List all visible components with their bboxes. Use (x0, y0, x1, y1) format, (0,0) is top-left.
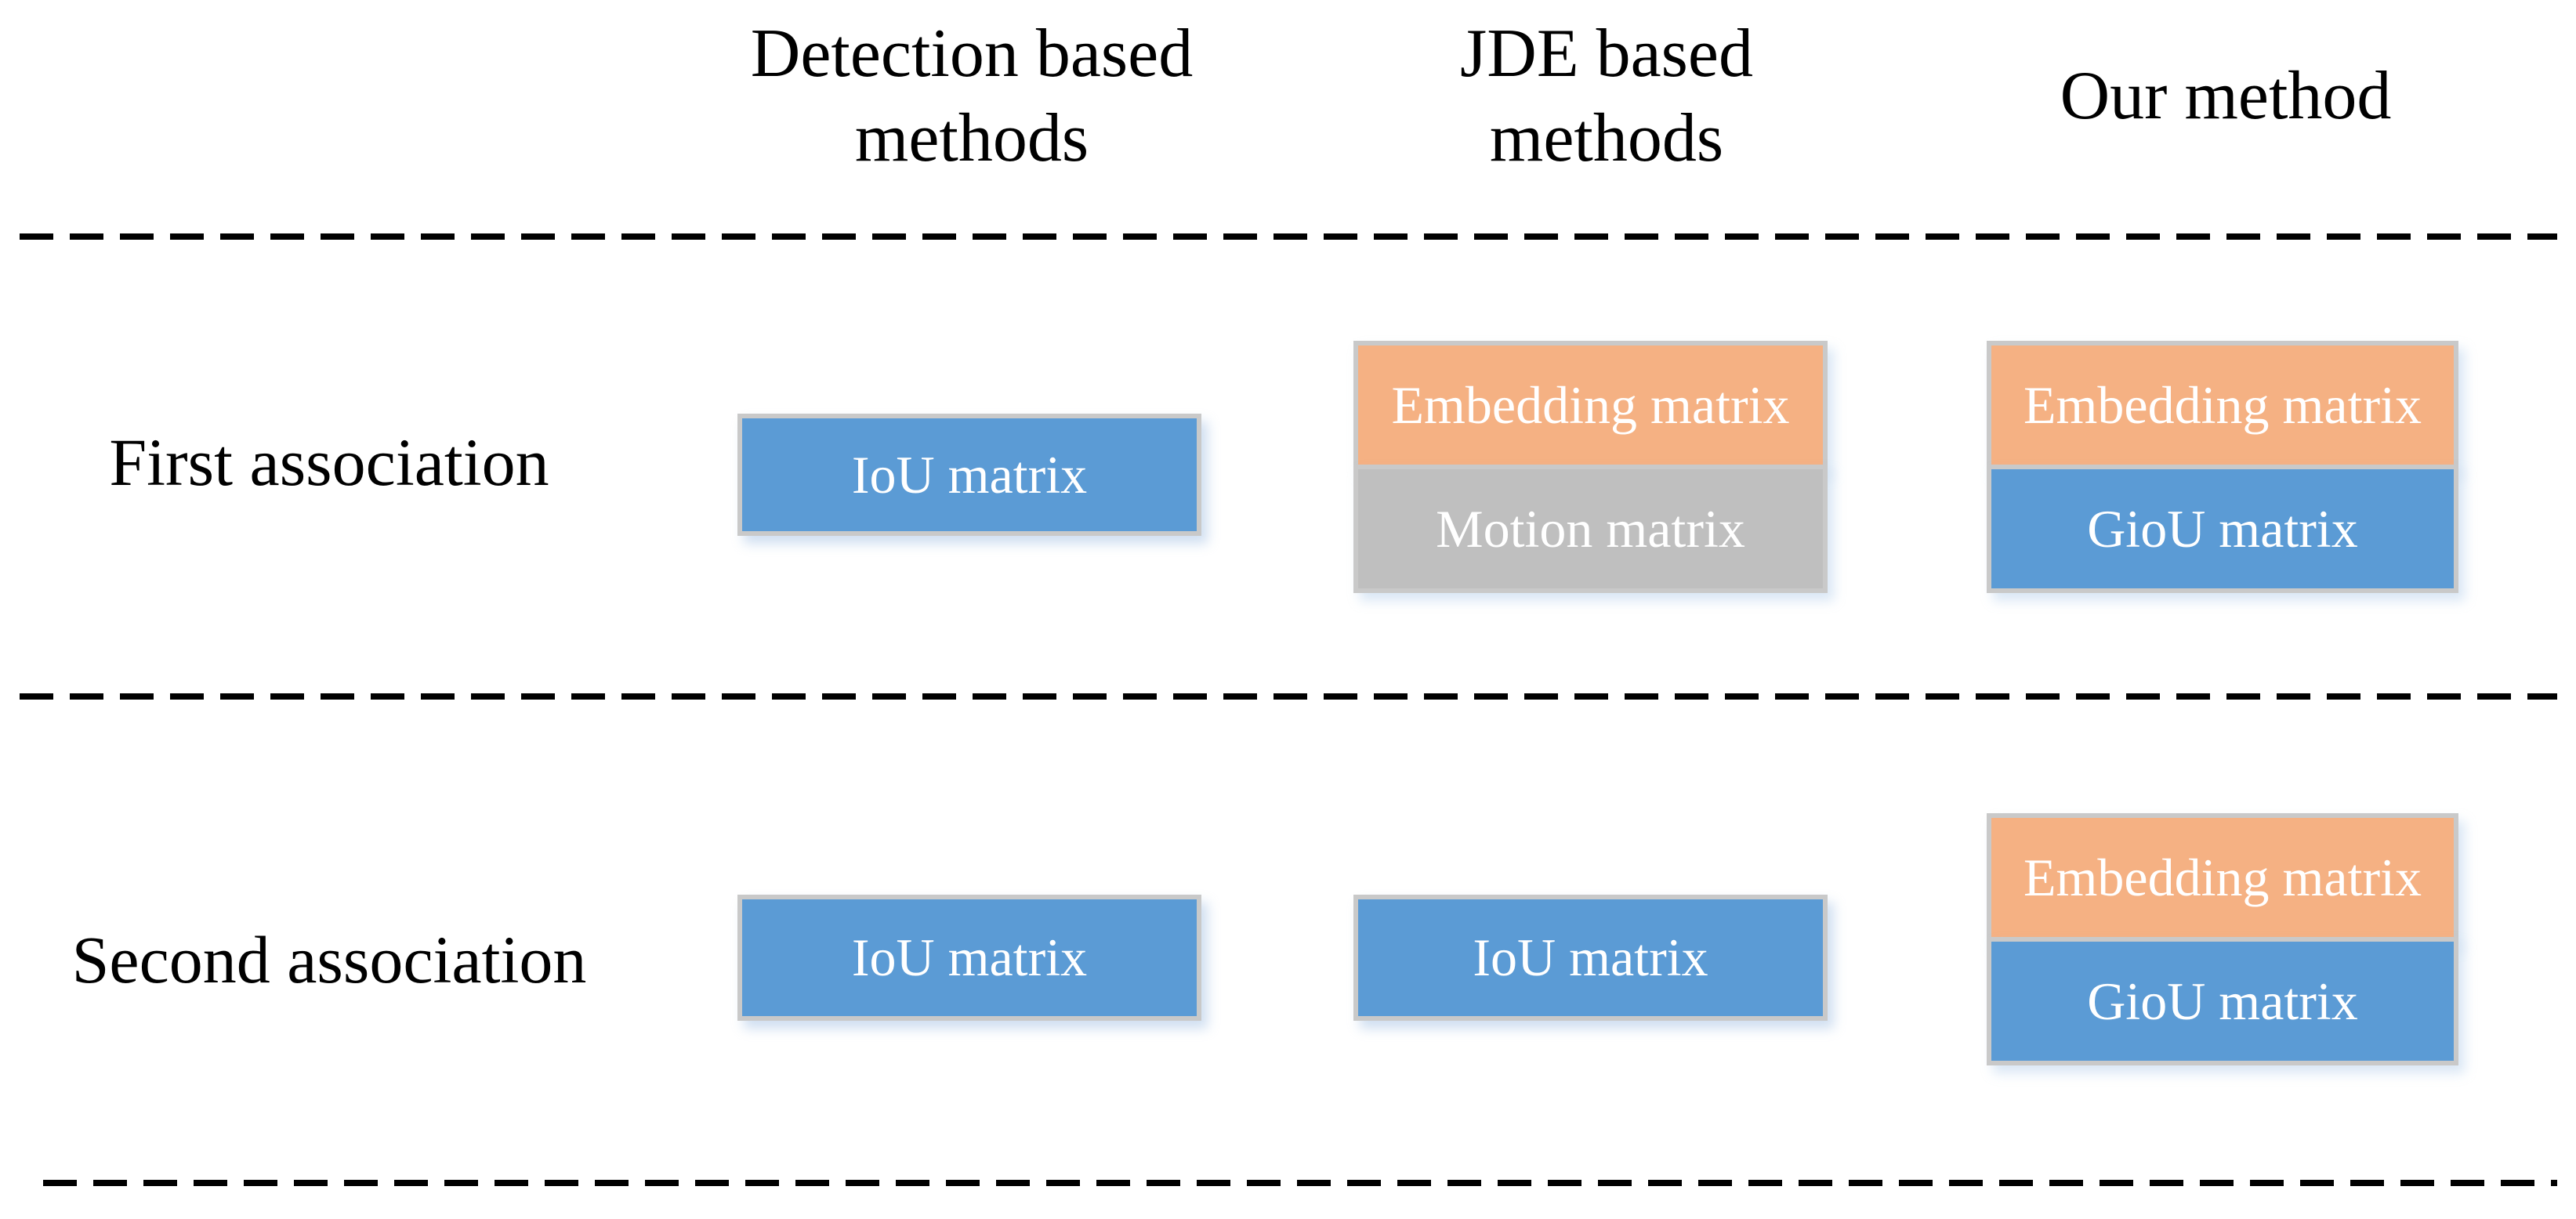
dashed-divider-top (20, 233, 2557, 240)
column-header-detection-based-methods: Detection based methods (750, 16, 1194, 176)
dashed-divider-bottom (43, 1180, 2557, 1186)
iou-matrix-box-jde-second: IoU matrix (1353, 895, 1828, 1021)
row-label-first-association: First association (109, 425, 549, 500)
motion-matrix-box-jde-first: Motion matrix (1353, 465, 1828, 593)
iou-matrix-box-detection-first: IoU matrix (737, 414, 1201, 536)
jde-first-association-stack: Embedding matrix Motion matrix (1353, 341, 1828, 593)
iou-matrix-box-detection-second: IoU matrix (737, 895, 1201, 1021)
column-header-jde-based-methods: JDE based methods (1460, 16, 1753, 176)
our-method-second-association-stack: Embedding matrix GioU matrix (1987, 813, 2458, 1065)
column-header-our-method: Our method (2060, 57, 2392, 134)
row-label-second-association: Second association (71, 922, 587, 997)
embedding-matrix-box-our-first: Embedding matrix (1987, 341, 2458, 469)
dashed-divider-middle (20, 693, 2557, 700)
giou-matrix-box-our-second: GioU matrix (1987, 937, 2458, 1065)
embedding-matrix-box-our-second: Embedding matrix (1987, 813, 2458, 942)
giou-matrix-box-our-first: GioU matrix (1987, 465, 2458, 593)
our-method-first-association-stack: Embedding matrix GioU matrix (1987, 341, 2458, 593)
embedding-matrix-box-jde-first: Embedding matrix (1353, 341, 1828, 469)
